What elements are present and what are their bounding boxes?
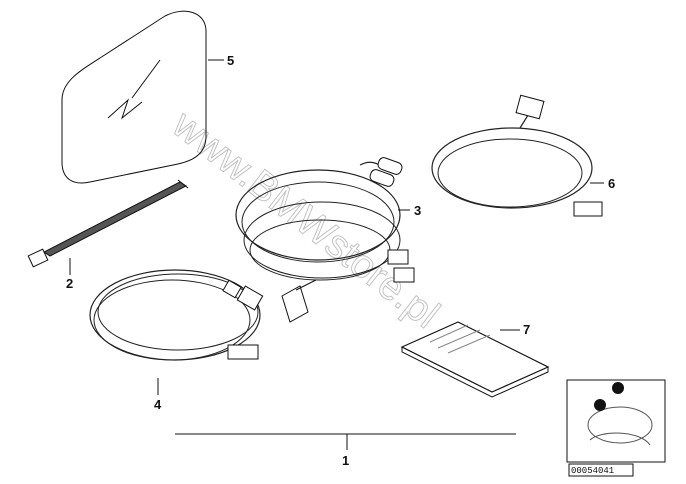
part-5-pad	[61, 10, 224, 184]
part-4-cable	[89, 269, 264, 395]
callout-7: 7	[523, 322, 530, 337]
part-2-cable-tie	[27, 179, 189, 275]
callout-5: 5	[227, 53, 234, 68]
part-6-cable	[431, 94, 604, 217]
inset-thumbnail: 00054041	[566, 379, 666, 477]
part-7-booklet	[400, 321, 550, 398]
callout-2: 2	[66, 276, 73, 291]
callout-1: 1	[342, 453, 349, 468]
part-3-harness	[235, 157, 415, 323]
diagram-code: 00054041	[571, 466, 614, 476]
callout-4: 4	[154, 397, 162, 412]
callout-1-bracket	[175, 433, 516, 450]
callout-3: 3	[414, 203, 421, 218]
callout-6: 6	[608, 176, 615, 191]
